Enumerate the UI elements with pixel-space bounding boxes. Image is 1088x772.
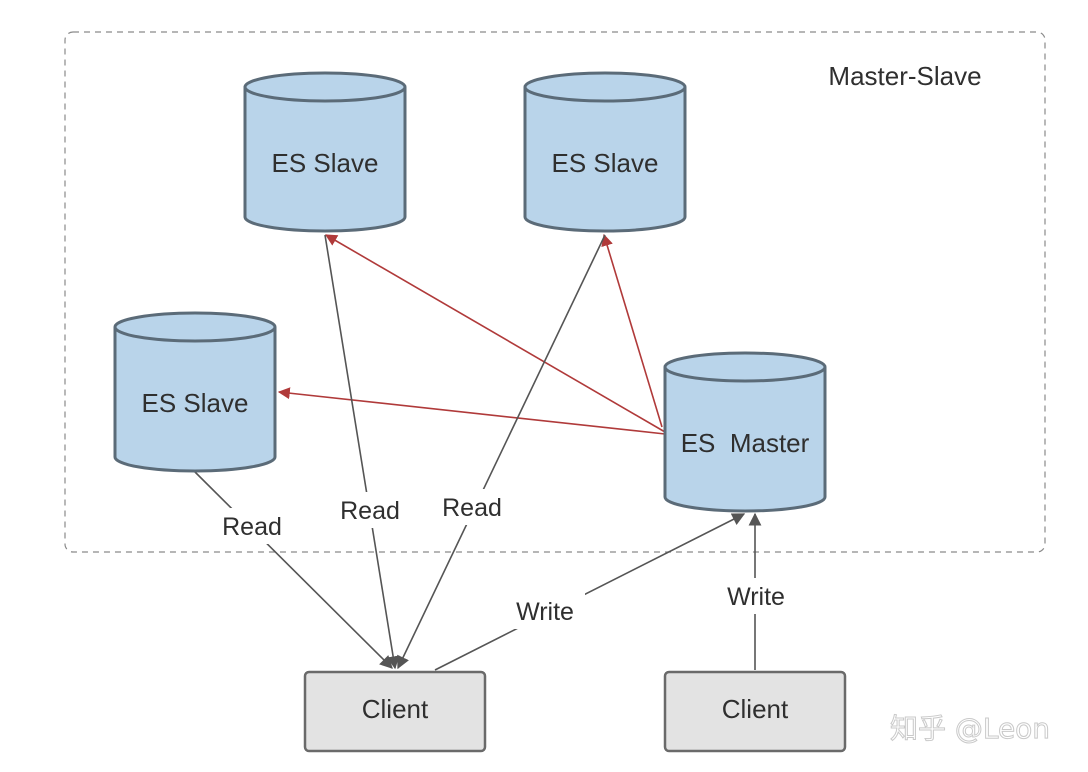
database-icon <box>663 367 827 513</box>
read-arrow-slave-2 <box>397 234 606 670</box>
db-node-slave-2[interactable]: ES Slave <box>523 71 687 233</box>
edge-label-read-slave-3: Read <box>222 513 282 541</box>
edge-label-write-client-2: Write <box>727 583 785 611</box>
replication-arrows <box>277 233 666 435</box>
replication-arrow-slave-3 <box>277 387 666 435</box>
read-arrows <box>194 234 606 670</box>
database-top <box>113 311 277 343</box>
replication-arrow-slave-2 <box>601 233 663 428</box>
read-arrow-slave-3 <box>194 471 393 669</box>
db-label-slave-2: ES Slave <box>552 148 659 178</box>
database-icon <box>523 87 687 233</box>
group-title: Master-Slave <box>828 61 981 91</box>
master-slave-group <box>64 31 1046 553</box>
database-top <box>523 71 687 103</box>
database-top <box>243 71 407 103</box>
edge-label-read-slave-1: Read <box>340 497 400 525</box>
db-label-slave-3: ES Slave <box>142 388 249 418</box>
edge-label-read-slave-2: Read <box>442 494 502 522</box>
client-node-1[interactable]: Client <box>303 670 487 753</box>
client-box <box>303 670 487 753</box>
write-arrow-client-1 <box>434 513 746 671</box>
database-top <box>663 351 827 383</box>
client-box <box>663 670 847 753</box>
db-node-master[interactable]: ES Master <box>663 351 827 513</box>
db-node-slave-1[interactable]: ES Slave <box>243 71 407 233</box>
edge-label-write-client-1: Write <box>516 598 574 626</box>
write-arrows <box>434 512 762 671</box>
db-node-slave-3[interactable]: ES Slave <box>113 311 277 473</box>
client-node-2[interactable]: Client <box>663 670 847 753</box>
db-label-master: ES Master <box>681 428 810 458</box>
edge-labels: Read Read Read Write Write <box>212 489 796 629</box>
db-label-slave-1: ES Slave <box>272 148 379 178</box>
read-arrow-slave-1 <box>324 234 400 670</box>
database-icon <box>113 327 277 473</box>
replication-arrow-slave-1 <box>324 234 666 433</box>
client-label-1: Client <box>362 694 429 724</box>
client-label-2: Client <box>722 694 789 724</box>
watermark: 知乎 @Leon <box>890 712 1050 745</box>
database-icon <box>243 87 407 233</box>
